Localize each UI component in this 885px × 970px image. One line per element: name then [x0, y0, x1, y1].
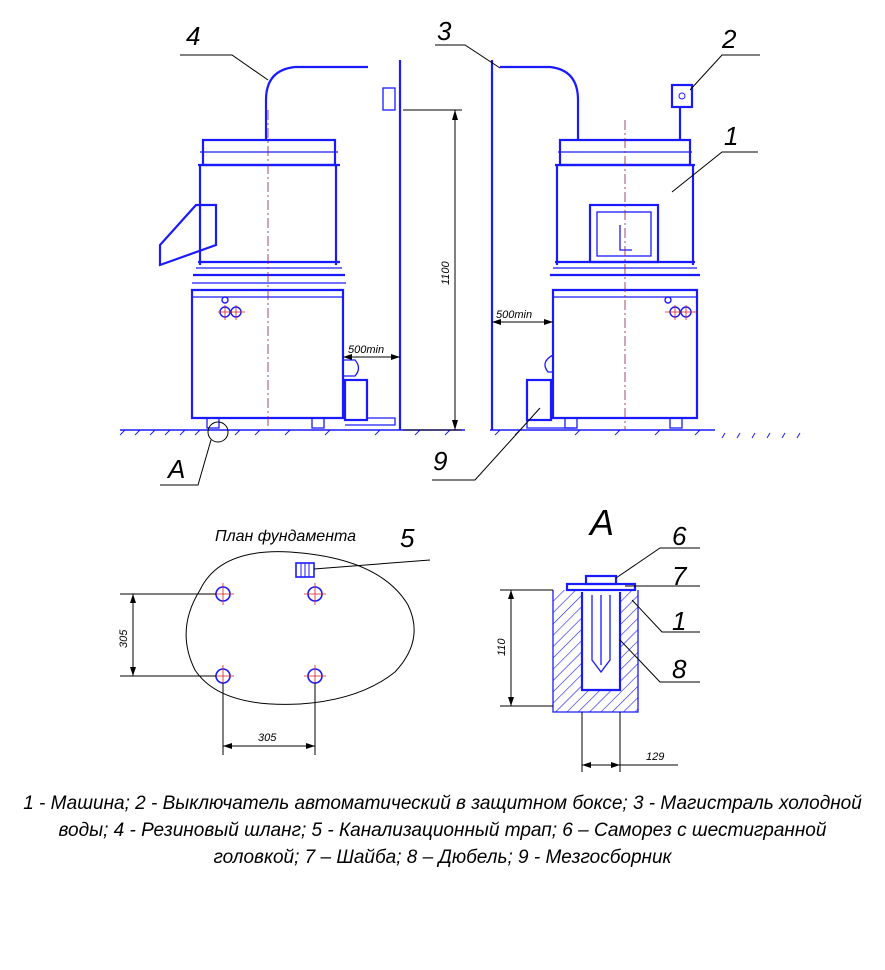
label-4: 4 — [186, 21, 200, 51]
label-a: A — [166, 454, 185, 484]
plan-title: План фундамента — [215, 528, 356, 545]
detail-a-title: A — [588, 502, 614, 543]
label-9: 9 — [433, 446, 447, 476]
foundation-plan — [120, 551, 431, 755]
label-1-detail: 1 — [672, 606, 686, 636]
dim-1100: 1100 — [440, 260, 452, 285]
dim-129: 129 — [646, 751, 664, 763]
dim-500-right: 500min — [496, 309, 532, 321]
label-3: 3 — [437, 16, 452, 46]
label-7: 7 — [672, 561, 688, 591]
dim-500-left: 500min — [348, 344, 384, 356]
label-5: 5 — [400, 523, 415, 553]
dim-305-horizontal: 305 — [258, 732, 277, 744]
left-machine-view — [119, 54, 465, 486]
dim-305-vertical: 305 — [118, 629, 130, 648]
detail-a — [500, 547, 700, 772]
label-6: 6 — [672, 521, 687, 551]
legend-caption: 1 - Машина; 2 - Выключатель автоматическ… — [23, 793, 862, 868]
label-8: 8 — [672, 654, 687, 684]
dim-110: 110 — [496, 638, 508, 656]
installation-drawing: 4 3 2 1 A 9 5 6 7 1 8 A План фундамента … — [118, 16, 801, 772]
label-1: 1 — [724, 121, 738, 151]
label-2: 2 — [721, 24, 737, 54]
right-machine-view — [432, 44, 801, 481]
